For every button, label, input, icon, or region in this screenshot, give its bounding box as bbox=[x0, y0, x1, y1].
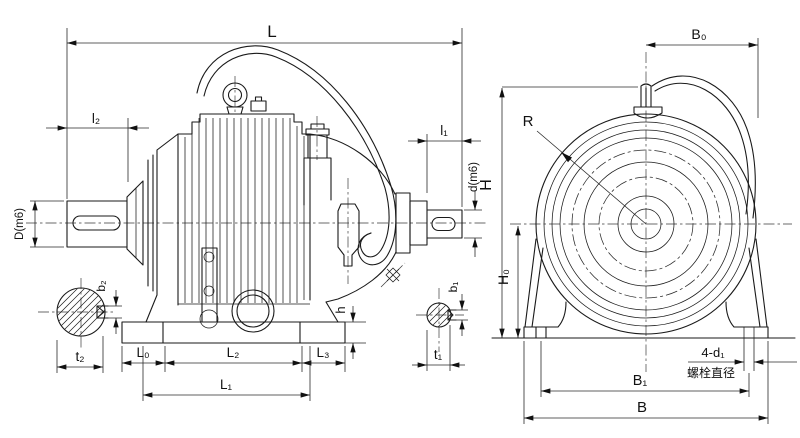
keyway-notch bbox=[96, 305, 109, 319]
right-view bbox=[491, 75, 796, 371]
base-foot bbox=[121, 321, 346, 344]
lifting-eye bbox=[222, 82, 248, 115]
bearing-cap bbox=[126, 133, 179, 323]
dim-label-L2: L₂ bbox=[227, 345, 240, 360]
left-view bbox=[56, 45, 463, 344]
dim-label-H: H bbox=[478, 179, 495, 191]
concentric-fin-circles bbox=[535, 113, 757, 335]
dimensions bbox=[30, 28, 797, 424]
centerlines bbox=[26, 52, 792, 372]
dim-label-t1: t₁ bbox=[434, 347, 443, 362]
dim-label-L3: L₃ bbox=[316, 345, 329, 360]
input-shaft-keyway bbox=[431, 216, 456, 232]
output-shaft-keyway bbox=[72, 215, 121, 231]
bolt-hole bbox=[743, 327, 755, 371]
oil-level-gauge bbox=[199, 247, 219, 329]
dim-label-R: R bbox=[523, 113, 534, 130]
eyebolt-front bbox=[633, 83, 663, 119]
terminal-block bbox=[250, 96, 267, 112]
output-shaft-section bbox=[56, 287, 109, 337]
dim-label-L1: L₁ bbox=[220, 377, 233, 392]
input-shaft bbox=[426, 209, 463, 239]
dim-label-B0: B₀ bbox=[691, 26, 706, 42]
feet-and-gussets bbox=[491, 238, 796, 371]
dim-label-b1: b₁ bbox=[446, 282, 460, 293]
radius-arrowhead bbox=[561, 152, 572, 163]
oil-filler-cap bbox=[303, 123, 332, 206]
dim-label-h: h bbox=[333, 306, 348, 313]
breather-plug bbox=[337, 203, 360, 267]
input-shaft-section bbox=[426, 302, 457, 328]
dim-label-d: d(m6) bbox=[468, 162, 480, 192]
cooling-fins bbox=[184, 118, 305, 303]
dim-label-L0: L₀ bbox=[136, 345, 149, 360]
dim-label-t2: t₂ bbox=[76, 349, 85, 364]
drain-plug bbox=[385, 267, 401, 283]
dim-label-B1: B₁ bbox=[633, 373, 648, 389]
dim-label-L: L bbox=[267, 22, 276, 41]
cable-front bbox=[651, 75, 756, 219]
section-hatching bbox=[57, 288, 105, 336]
dim-label-bolt-caption: 螺栓直径 bbox=[687, 365, 735, 380]
dim-label-H0: H₀ bbox=[495, 269, 511, 285]
dim-label-bolt-holes: 4-d₁ bbox=[701, 345, 725, 360]
dimension-labels: L l₂ D(m6) l₁ d(m6) b₂ t₂ L₀ L₂ L₃ L₁ h … bbox=[14, 22, 735, 416]
dim-label-l1: l₁ bbox=[440, 123, 448, 138]
dim-label-B: B bbox=[637, 399, 647, 416]
cable-conduit bbox=[196, 45, 397, 266]
dim-label-b2: b₂ bbox=[94, 280, 108, 292]
bell-housing bbox=[309, 133, 428, 323]
dim-label-l2: l₂ bbox=[92, 111, 100, 126]
oil-sight-glass bbox=[231, 289, 275, 333]
dim-label-D: D(m6) bbox=[14, 208, 26, 240]
motor-fin-housing bbox=[177, 113, 311, 306]
output-shaft bbox=[66, 200, 128, 248]
section-hatching bbox=[427, 303, 451, 327]
